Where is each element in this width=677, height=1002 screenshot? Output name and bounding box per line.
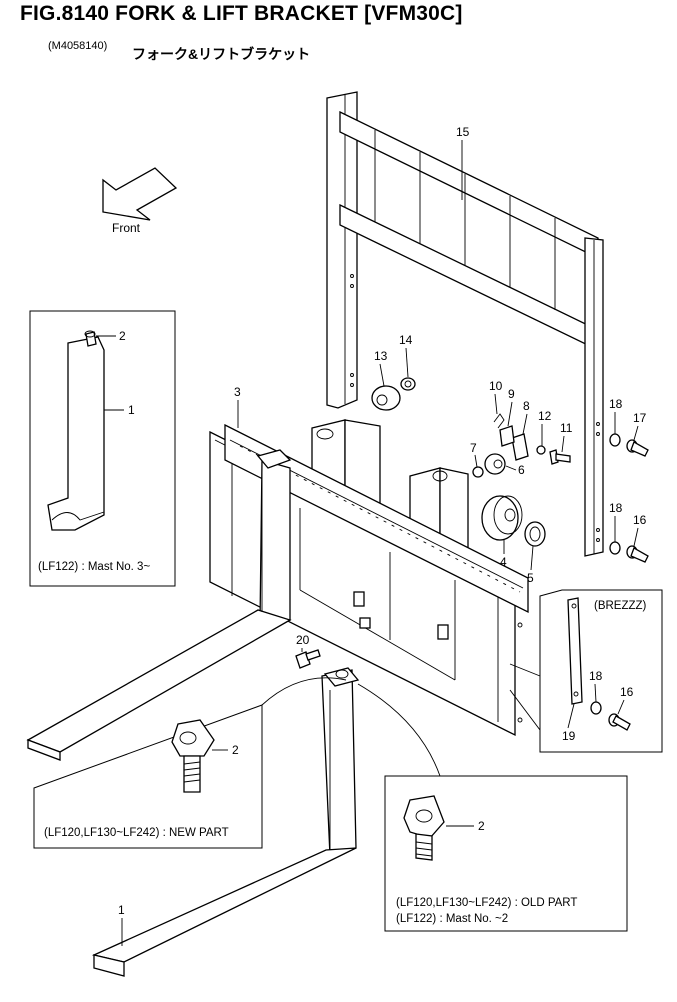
- inset-old-part-caption-2: (LF122) : Mast No. ~2: [396, 913, 508, 925]
- ring-14: [400, 377, 416, 391]
- bolt-20: [295, 649, 321, 669]
- callout-17: 17: [633, 411, 647, 425]
- washer-18-a: [609, 433, 621, 447]
- callout-11: 11: [560, 421, 573, 435]
- figure-header: FIG.8140 FORK & LIFT BRACKET [VFM30C]: [20, 2, 463, 26]
- inset-brezzz: (BREZZZ) 19 18 16: [539, 589, 663, 753]
- roller-6: [484, 453, 506, 475]
- washer-12: [536, 445, 546, 455]
- callout-20: 20: [296, 633, 310, 647]
- inset-brezzz-caption: (BREZZZ): [594, 600, 647, 612]
- roller-13: [371, 385, 401, 411]
- washer-18-b: [609, 541, 621, 555]
- callout-8: 8: [523, 399, 530, 413]
- inset-lf122: 2 1 (LF122) : Mast No. 3~: [29, 310, 176, 587]
- inset-old-part: 2 (LF120,LF130~LF242) : OLD PART (LF122)…: [357, 683, 628, 932]
- callout-7: 7: [470, 441, 477, 455]
- roller-4: [481, 495, 523, 541]
- fork-upper: [26, 449, 292, 761]
- inset-old-part-caption-1: (LF120,LF130~LF242) : OLD PART: [396, 897, 577, 909]
- bolt-17: [626, 439, 649, 457]
- callout-5: 5: [527, 571, 534, 585]
- load-backrest: [326, 91, 604, 557]
- figure-code: (M4058140): [48, 40, 108, 52]
- inset-new-part-caption: (LF120,LF130~LF242) : NEW PART: [44, 827, 229, 839]
- bolt-11: [549, 449, 571, 465]
- front-direction-arrow: Front: [102, 167, 178, 235]
- callout-15: 15: [456, 125, 470, 139]
- callout-2-old: 2: [478, 819, 485, 833]
- callout-2-new: 2: [232, 743, 239, 757]
- callout-12: 12: [538, 409, 552, 423]
- inset-lf122-caption: (LF122) : Mast No. 3~: [38, 561, 150, 573]
- callout-18-a: 18: [609, 397, 623, 411]
- callout-1-main: 1: [118, 903, 125, 917]
- callout-6: 6: [518, 463, 525, 477]
- front-label: Front: [112, 221, 141, 235]
- callout-19: 19: [562, 729, 576, 743]
- plate-10: [493, 413, 505, 429]
- callout-1-inset: 1: [128, 403, 135, 417]
- callout-16-a: 16: [633, 513, 647, 527]
- fork-lower: [91, 667, 360, 977]
- japanese-title: フォーク&リフトブラケット: [132, 46, 311, 62]
- plate-8: [511, 433, 529, 461]
- figure-title: FIG.8140 FORK & LIFT BRACKET [VFM30C]: [20, 2, 463, 25]
- callout-18-b: 18: [609, 501, 623, 515]
- callout-16-b: 16: [620, 685, 634, 699]
- callout-13: 13: [374, 349, 388, 363]
- callout-9: 9: [508, 387, 515, 401]
- plate-9: [499, 425, 515, 447]
- callout-2-inset: 2: [119, 329, 126, 343]
- callout-18-c: 18: [589, 669, 603, 683]
- ring-5: [524, 521, 546, 547]
- bolt-16-a: [626, 545, 649, 563]
- callout-10: 10: [489, 379, 503, 393]
- ring-7: [472, 466, 484, 478]
- callout-3: 3: [234, 385, 241, 399]
- inset-new-part: 2 (LF120,LF130~LF242) : NEW PART: [33, 677, 347, 849]
- callout-14: 14: [399, 333, 413, 347]
- callout-4: 4: [500, 555, 507, 569]
